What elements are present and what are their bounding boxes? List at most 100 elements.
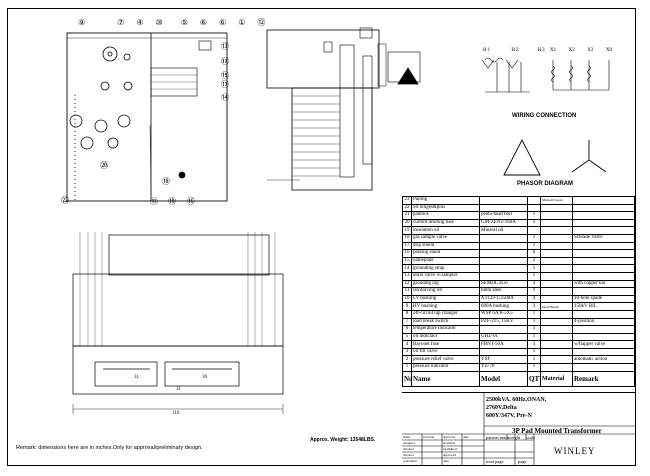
bom-cell-no: 6 — [402, 325, 412, 334]
dimension-label: 110 — [172, 411, 180, 416]
callout: ⑪ — [150, 197, 158, 206]
bom-cell-remark: 4-position — [572, 317, 635, 327]
callout: ⑥ — [199, 18, 213, 27]
bom-cell-no: 14 — [402, 264, 412, 273]
bom-cell-name: off-circuit tap changer — [411, 309, 480, 319]
bom-cell-no: 16 — [402, 249, 412, 258]
bom-cell-model: Mineral oil — [479, 226, 528, 235]
bom-cell-remark — [572, 249, 635, 258]
bom-cell-model — [479, 256, 528, 266]
bom-cell-name: load break switch — [411, 317, 480, 327]
title-block-field: approver — [443, 435, 456, 439]
bom-cell-material — [540, 332, 573, 342]
bom-cell-remark: automatic action — [572, 355, 635, 365]
bom-cell-model — [479, 264, 528, 273]
bom-cell-model: YSF — [479, 355, 528, 365]
bom-cell-no: 10 — [402, 294, 412, 304]
bom-cell-model: WSP 6A/8-5X5 — [479, 309, 528, 319]
bom-cell-qty: 1 — [527, 332, 541, 342]
bom-cell-qty: 1 — [527, 211, 541, 220]
bom-cell-remark — [572, 271, 635, 281]
callout: ⑥ — [219, 18, 232, 27]
bom-cell-remark — [572, 325, 635, 334]
bom-cell-material: Dead Break — [540, 302, 573, 311]
bom-cell-material — [540, 218, 573, 228]
bom-cell-remark — [572, 347, 635, 357]
bom-cell-no: 2 — [402, 355, 412, 365]
lv-terminals: X1 X2 X3 X0 — [550, 48, 612, 53]
bom-cell-name: parking stand — [411, 249, 480, 258]
bom-cell-name: oil indicator — [411, 332, 480, 342]
callout: ⑰ — [221, 80, 229, 89]
spec-line: 2760V,Delta — [486, 405, 517, 411]
bom-cell-name: Paiting — [411, 196, 480, 205]
bom-cell-name: LV bushing — [411, 294, 480, 304]
drawing-sheet — [7, 8, 636, 466]
bom-header-remark: Remark — [572, 370, 635, 387]
bom-cell-model: UHZ-01 — [479, 332, 528, 342]
callouts-top: ⑨ ⑦ ④ ⑩ ⑤ ⑥ ⑥ ① ⑫ — [78, 17, 270, 28]
bom-cell-name: insulation oil — [411, 226, 480, 235]
callout: ⑦ — [117, 18, 130, 27]
callout: ① — [238, 18, 251, 27]
bom-cell-name: temperature indicator — [411, 325, 480, 334]
remark-note: Remark: dimensions here are in inches.On… — [16, 445, 203, 451]
side-view-cabinet — [266, 29, 380, 89]
bom-cell-model: 6mm steel — [479, 287, 528, 296]
bom-cell-material — [540, 309, 573, 319]
title-block-field: standard — [443, 441, 455, 445]
bom-cell-model — [479, 241, 528, 251]
terminal-label: H3 — [537, 48, 546, 53]
hv-bushing-ring — [102, 46, 118, 62]
callout: ⑯ — [187, 197, 195, 206]
bom-cell-remark — [572, 203, 635, 213]
bom-cell-qty: 1 — [527, 325, 541, 334]
bom-cell-material — [540, 287, 573, 296]
approx-weight: Approx. Weight: 13548LBS. — [310, 437, 376, 443]
bom-cell-remark — [572, 363, 635, 372]
terminal-label: H2 — [511, 48, 520, 53]
callout: ⑮ — [221, 71, 229, 80]
bom-cell-remark — [572, 332, 635, 342]
bom-cell-model — [479, 271, 528, 281]
title-block-grid — [402, 393, 635, 466]
bom-cell-name: nameplate — [411, 256, 480, 266]
bom-cell-qty — [527, 203, 541, 213]
bom-cell-material — [540, 256, 573, 266]
terminal-label: X0 — [605, 48, 612, 53]
callout: ⑩ — [155, 18, 168, 27]
bom-cell-material: Munsell Green — [540, 196, 573, 205]
bom-cell-remark: Schrade Valve — [572, 233, 635, 243]
bom-cell-material — [540, 363, 573, 372]
callout: ⑱ — [162, 177, 170, 186]
bom-cell-no: 3 — [402, 347, 412, 357]
bom-cell-name: drain valve w/sampler — [411, 271, 480, 281]
bom-cell-remark — [572, 264, 635, 273]
bom-cell-model: YZ-70 — [479, 363, 528, 372]
bom-cell-model — [479, 325, 528, 334]
title-block-field: designer — [403, 441, 415, 445]
bom-cell-material — [540, 264, 573, 273]
bom-cell-name: SS hinges&pins — [411, 203, 480, 213]
bom-cell-qty: 1 — [527, 233, 541, 243]
wiring-connection-label: WIRING CONNECTION — [512, 113, 577, 119]
bom-cell-qty: 1 — [527, 347, 541, 357]
title-block-field: checker — [403, 453, 414, 457]
bom-cell-remark — [572, 309, 635, 319]
lv-bushing-1 — [69, 114, 83, 128]
bom-cell-model: PZF-215, 15KV — [479, 317, 528, 327]
bom-cell-material — [540, 211, 573, 220]
bom-cell-model — [479, 196, 528, 205]
bom-cell-qty: 2 — [527, 256, 541, 266]
bom-cell-no: 12 — [402, 279, 412, 289]
